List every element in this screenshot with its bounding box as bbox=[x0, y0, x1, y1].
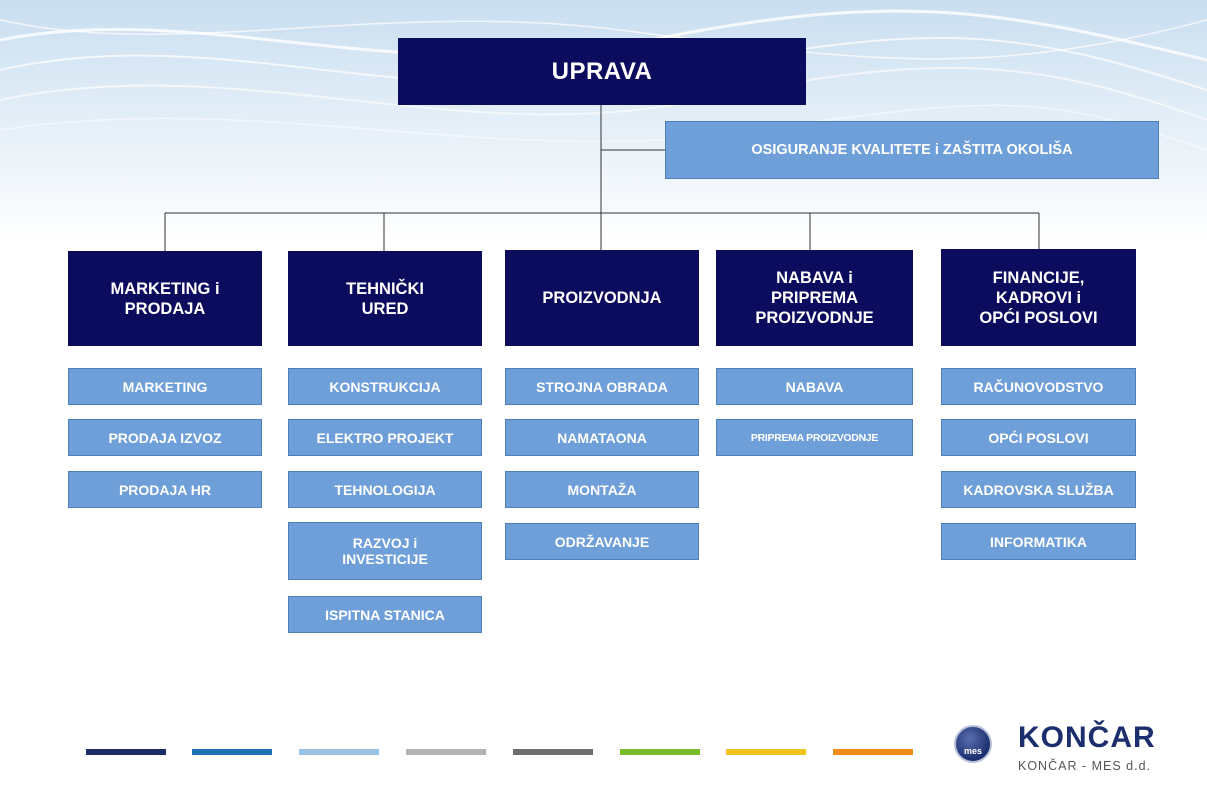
unit-label: NAMATAONA bbox=[557, 429, 647, 446]
department-head-technical: TEHNIČKI URED bbox=[288, 251, 482, 346]
footer-stripe bbox=[833, 749, 913, 755]
footer-stripe bbox=[726, 749, 806, 755]
department-head-procurement: NABAVA i PRIPREMA PROIZVODNJE bbox=[716, 250, 913, 346]
unit-box: ELEKTRO PROJEKT bbox=[288, 419, 482, 456]
unit-box: NABAVA bbox=[716, 368, 913, 405]
unit-label: ODRŽAVANJE bbox=[554, 533, 650, 550]
unit-box: ODRŽAVANJE bbox=[505, 523, 699, 560]
company-logo: mes KONČAR KONČAR - MES d.d. bbox=[942, 713, 1177, 785]
unit-label: KADROVSKA SLUŽBA bbox=[963, 481, 1114, 498]
unit-label: PRODAJA HR bbox=[118, 481, 212, 498]
unit-label: INFORMATIKA bbox=[990, 533, 1087, 550]
emblem-text: mes bbox=[963, 746, 982, 756]
unit-box: MARKETING bbox=[68, 368, 262, 405]
unit-box: MONTAŽA bbox=[505, 471, 699, 508]
quality-environment-label: OSIGURANJE KVALITETE i ZAŠTITA OKOLIŠA bbox=[751, 142, 1073, 158]
department-title: MARKETING i PRODAJA bbox=[110, 279, 220, 318]
unit-label: ELEKTRO PROJEKT bbox=[316, 429, 454, 446]
footer-stripe bbox=[620, 749, 700, 755]
unit-box: OPĆI POSLOVI bbox=[941, 419, 1136, 456]
unit-box: PRIPREMA PROIZVODNJE bbox=[716, 419, 913, 456]
unit-label: MONTAŽA bbox=[567, 481, 637, 498]
unit-box: ISPITNA STANICA bbox=[288, 596, 482, 633]
mes-emblem-icon: mes bbox=[954, 725, 992, 763]
unit-box: STROJNA OBRADA bbox=[505, 368, 699, 405]
department-title: TEHNIČKI URED bbox=[346, 279, 424, 318]
department-title: FINANCIJE, KADROVI i OPĆI POSLOVI bbox=[979, 268, 1098, 327]
unit-label: KONSTRUKCIJA bbox=[329, 378, 441, 395]
unit-box: PRODAJA IZVOZ bbox=[68, 419, 262, 456]
unit-box: KONSTRUKCIJA bbox=[288, 368, 482, 405]
footer-stripe bbox=[86, 749, 166, 755]
org-root-box: UPRAVA bbox=[398, 38, 806, 105]
unit-box: NAMATAONA bbox=[505, 419, 699, 456]
unit-box: PRODAJA HR bbox=[68, 471, 262, 508]
unit-label: RAČUNOVODSTVO bbox=[973, 378, 1104, 395]
department-head-production: PROIZVODNJA bbox=[505, 250, 699, 346]
unit-box: RAZVOJ i INVESTICIJE bbox=[288, 522, 482, 580]
unit-label: STROJNA OBRADA bbox=[536, 378, 668, 395]
logo-brand: KONČAR bbox=[1018, 721, 1156, 754]
department-head-marketing: MARKETING i PRODAJA bbox=[68, 251, 262, 346]
quality-environment-box: OSIGURANJE KVALITETE i ZAŠTITA OKOLIŠA bbox=[665, 121, 1159, 179]
unit-box: TEHNOLOGIJA bbox=[288, 471, 482, 508]
department-title: PROIZVODNJA bbox=[542, 289, 662, 307]
unit-label: TEHNOLOGIJA bbox=[334, 481, 436, 498]
unit-label: PRODAJA IZVOZ bbox=[108, 429, 222, 446]
unit-label: PRIPREMA PROIZVODNJE bbox=[750, 431, 879, 444]
org-connector-lines bbox=[164, 105, 1040, 251]
unit-box: INFORMATIKA bbox=[941, 523, 1136, 560]
unit-box: RAČUNOVODSTVO bbox=[941, 368, 1136, 405]
unit-label: RAZVOJ i INVESTICIJE bbox=[342, 535, 428, 567]
unit-label: ISPITNA STANICA bbox=[325, 606, 445, 623]
logo-subtitle: KONČAR - MES d.d. bbox=[1018, 759, 1151, 773]
org-root-label: UPRAVA bbox=[551, 57, 653, 85]
footer-stripe bbox=[299, 749, 379, 755]
footer-stripe bbox=[406, 749, 486, 755]
unit-label: NABAVA bbox=[785, 378, 844, 395]
footer-stripe bbox=[513, 749, 593, 755]
footer-stripe bbox=[192, 749, 272, 755]
department-title: NABAVA i PRIPREMA PROIZVODNJE bbox=[755, 269, 874, 327]
department-head-finance: FINANCIJE, KADROVI i OPĆI POSLOVI bbox=[941, 249, 1136, 346]
unit-box: KADROVSKA SLUŽBA bbox=[941, 471, 1136, 508]
unit-label: MARKETING bbox=[122, 378, 208, 395]
unit-label: OPĆI POSLOVI bbox=[988, 429, 1089, 446]
